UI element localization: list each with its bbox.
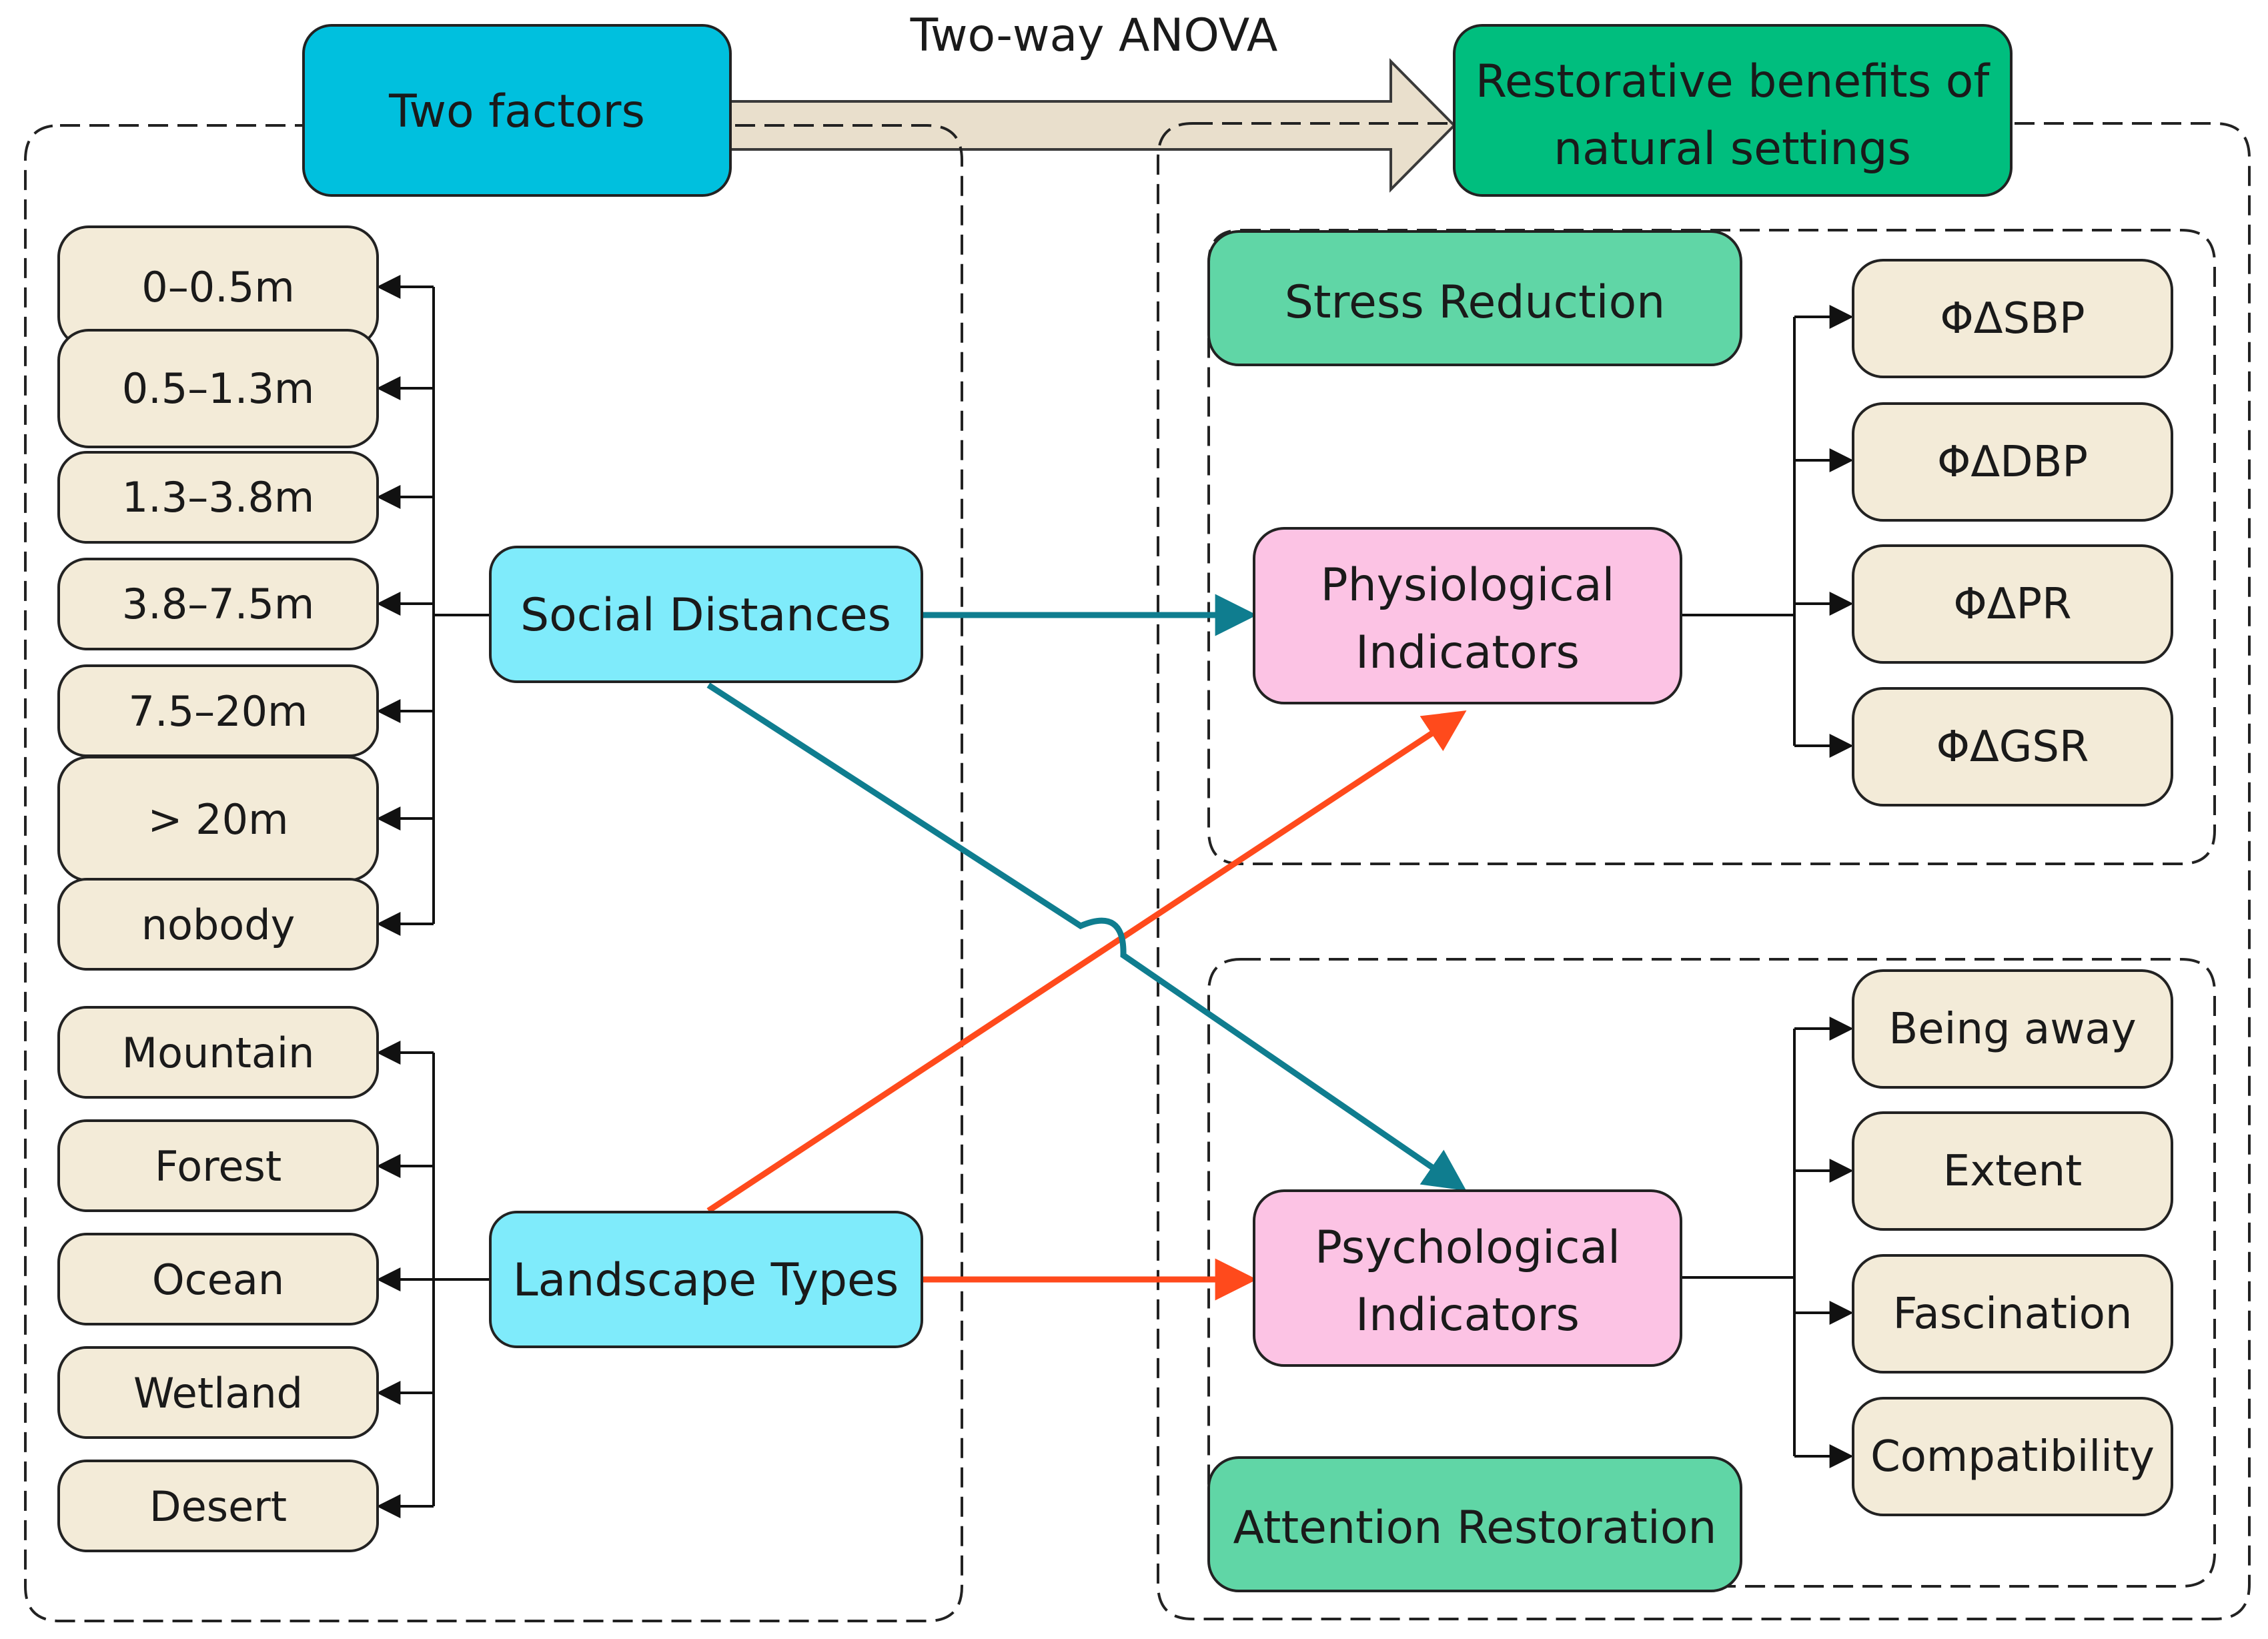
level-box-0.5-1.3m: 0.5–1.3m	[57, 329, 379, 448]
level-label: 1.3–3.8m	[122, 473, 315, 522]
level-label: Desert	[149, 1482, 287, 1531]
attention-restoration-box: Attention Restoration	[1207, 1456, 1742, 1592]
physiological-indicators-box: Physiological Indicators	[1253, 527, 1682, 704]
physiological-indicators-line2: Indicators	[1355, 626, 1580, 679]
measure-label: Compatibility	[1870, 1432, 2155, 1482]
restorative-benefits-label-line1: Restorative benefits of	[1476, 55, 1991, 108]
social-distances-label: Social Distances	[520, 589, 891, 642]
level-label: Forest	[155, 1142, 281, 1191]
stress-reduction-label: Stress Reduction	[1285, 276, 1666, 329]
level-box-nobody: nobody	[57, 878, 379, 971]
psychological-indicators-line2: Indicators	[1355, 1289, 1580, 1341]
restorative-benefits-box: Restorative benefits of natural settings	[1453, 24, 2013, 197]
measure-label: ΦΔGSR	[1936, 722, 2089, 772]
factors-dashed-region	[24, 124, 963, 1622]
level-label: Wetland	[133, 1369, 303, 1418]
landscape-type-bracket	[376, 1041, 490, 1518]
two-factors-box: Two factors	[302, 24, 732, 197]
landscape-to-physiological-arrow	[706, 710, 1467, 1213]
level-label: Ocean	[152, 1255, 284, 1304]
measure-box-compatibility: Compatibility	[1852, 1397, 2173, 1516]
social-distance-levels: 0–0.5m 0.5–1.3m 1.3–3.8m 3.8–7.5m 7.5–20…	[57, 225, 379, 971]
measure-box-sbp: ΦΔSBP	[1852, 259, 2173, 378]
level-box-3.8-7.5m: 3.8–7.5m	[57, 558, 379, 650]
restorative-benefits-label-line2: natural settings	[1554, 123, 1911, 175]
level-box-over-20m: > 20m	[57, 756, 379, 882]
level-box-0-0.5m: 0–0.5m	[57, 225, 379, 348]
level-box-wetland: Wetland	[57, 1346, 379, 1439]
level-box-7.5-20m: 7.5–20m	[57, 664, 379, 757]
social-to-psychological-arrow	[706, 682, 1467, 1191]
physiological-indicators-line1: Physiological	[1321, 559, 1615, 612]
stress-dashed-group	[1207, 229, 2216, 865]
measure-label: Extent	[1943, 1147, 2082, 1196]
level-box-ocean: Ocean	[57, 1233, 379, 1325]
physiological-measures: ΦΔSBP ΦΔDBP ΦΔPR ΦΔGSR	[1852, 259, 2173, 806]
measure-label: ΦΔPR	[1953, 580, 2071, 629]
physiological-bracket	[1681, 305, 1854, 758]
measure-label: ΦΔDBP	[1937, 438, 2088, 487]
landscape-types-box: Landscape Types	[489, 1211, 923, 1348]
psychological-indicators-line1: Psychological	[1315, 1221, 1620, 1274]
anova-big-arrow	[726, 58, 1456, 193]
level-label: > 20m	[148, 795, 289, 844]
measure-box-being-away: Being away	[1852, 969, 2173, 1089]
level-label: nobody	[141, 901, 296, 949]
social-distances-box: Social Distances	[489, 546, 923, 683]
measure-box-extent: Extent	[1852, 1111, 2173, 1231]
social-distance-bracket	[376, 275, 490, 936]
two-factors-label: Two factors	[388, 85, 645, 138]
measure-box-fascination: Fascination	[1852, 1254, 2173, 1374]
benefits-dashed-region	[1157, 122, 2251, 1620]
level-label: 0.5–1.3m	[122, 364, 315, 413]
psychological-measures: Being away Extent Fascination Compatibil…	[1852, 969, 2173, 1516]
stress-reduction-box: Stress Reduction	[1207, 230, 1742, 366]
psychological-bracket	[1681, 1017, 1854, 1468]
level-label: Mountain	[122, 1029, 315, 1077]
attention-restoration-label: Attention Restoration	[1233, 1502, 1716, 1554]
landscape-type-levels: Mountain Forest Ocean Wetland Desert	[57, 1006, 379, 1552]
measure-label: ΦΔSBP	[1940, 294, 2085, 344]
measure-box-dbp: ΦΔDBP	[1852, 402, 2173, 522]
measure-box-pr: ΦΔPR	[1852, 544, 2173, 664]
level-box-mountain: Mountain	[57, 1006, 379, 1099]
measure-label: Fascination	[1893, 1289, 2133, 1339]
landscape-types-label: Landscape Types	[513, 1254, 899, 1307]
anova-label: Two-way ANOVA	[910, 9, 1278, 62]
psychological-indicators-box: Psychological Indicators	[1253, 1189, 1682, 1367]
measure-label: Being away	[1888, 1005, 2136, 1054]
level-label: 7.5–20m	[129, 687, 308, 736]
attention-dashed-group	[1207, 958, 2216, 1588]
level-box-1.3-3.8m: 1.3–3.8m	[57, 451, 379, 544]
level-box-forest: Forest	[57, 1119, 379, 1212]
level-label: 0–0.5m	[141, 263, 294, 312]
measure-box-gsr: ΦΔGSR	[1852, 687, 2173, 806]
level-label: 3.8–7.5m	[122, 580, 315, 628]
level-box-desert: Desert	[57, 1460, 379, 1552]
